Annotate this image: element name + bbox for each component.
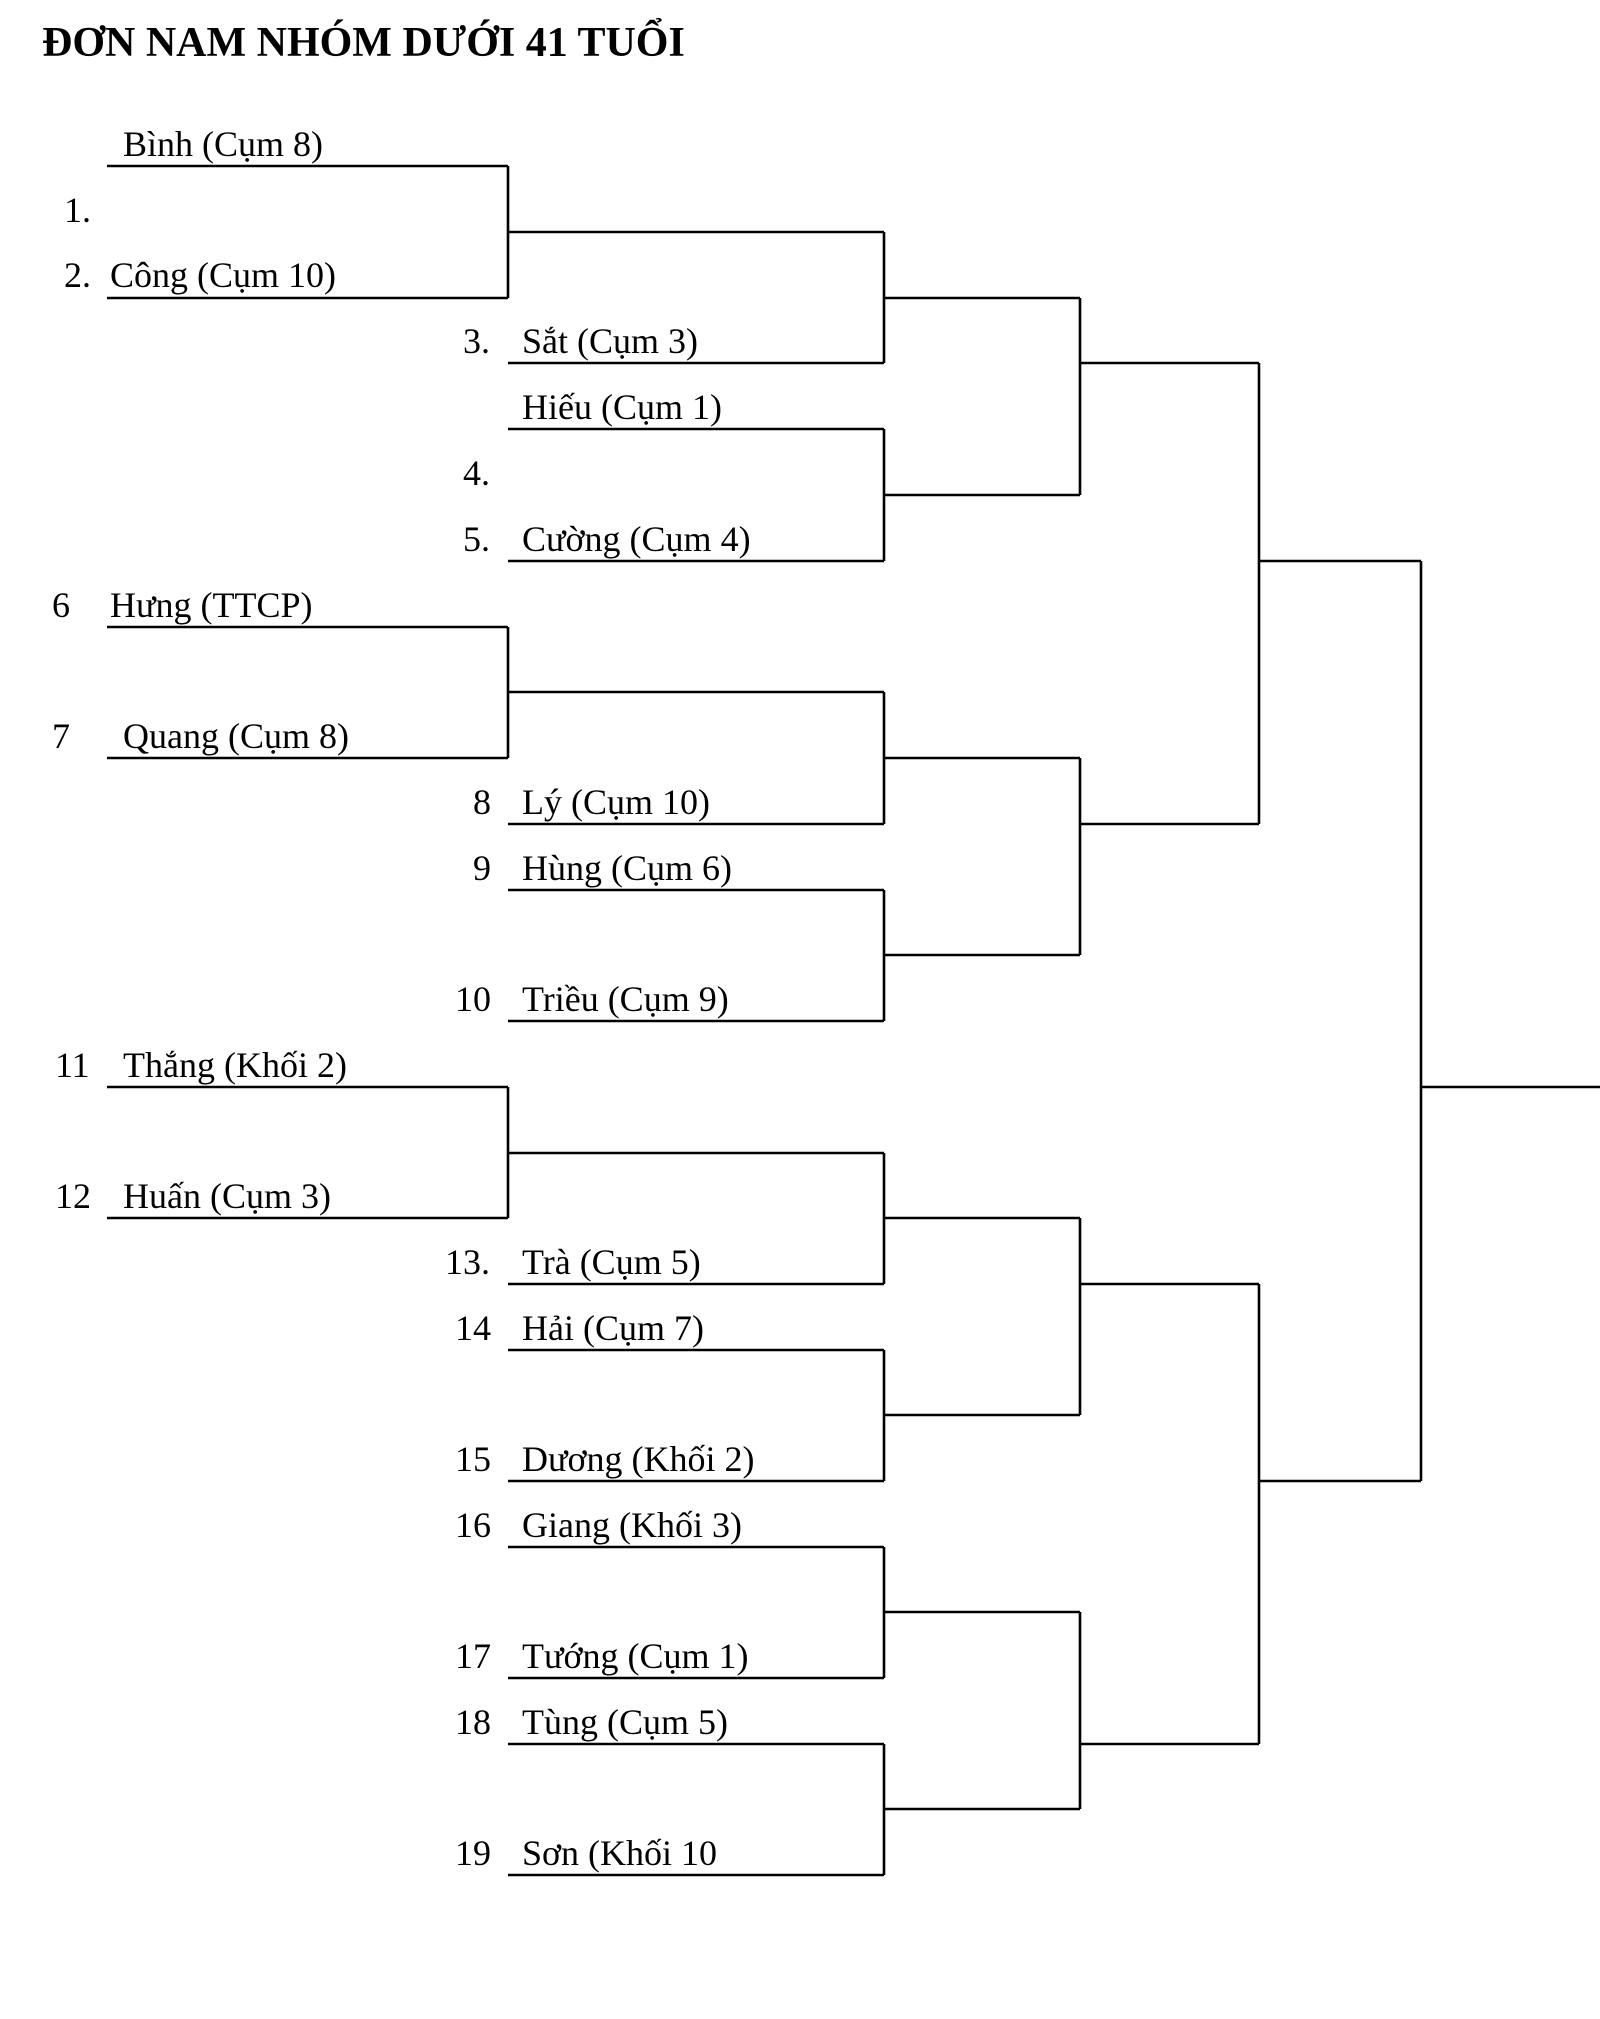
- entry-number: 3.: [463, 321, 490, 361]
- bracket-lines: [107, 164, 1600, 1877]
- entry-name: Hùng (Cụm 6): [522, 848, 732, 888]
- entry-name: Dương (Khối 2): [522, 1439, 755, 1479]
- entry-labels: Bình (Cụm 8) 1. 2. Công (Cụm 10) 3. Sắt …: [52, 124, 755, 1873]
- entry-name: Tùng (Cụm 5): [522, 1702, 728, 1742]
- entry-name: Công (Cụm 10): [110, 255, 336, 295]
- entry-name: Hải (Cụm 7): [522, 1308, 704, 1348]
- entry-name: Triều (Cụm 9): [522, 979, 729, 1019]
- entry-number: 6: [52, 585, 70, 625]
- entry-number: 8: [473, 782, 491, 822]
- entry-number: 19: [455, 1833, 491, 1873]
- entry-name: Hiếu (Cụm 1): [522, 387, 722, 427]
- entry-name: Quang (Cụm 8): [123, 716, 349, 756]
- entry-name: Lý (Cụm 10): [522, 782, 710, 822]
- entry-number: 4.: [463, 453, 490, 493]
- entry-number: 11: [55, 1045, 90, 1085]
- entry-name: Bình (Cụm 8): [123, 124, 323, 164]
- entry-number: 14: [455, 1308, 491, 1348]
- entry-name: Tướng (Cụm 1): [522, 1636, 749, 1676]
- entry-number: 9: [473, 848, 491, 888]
- entry-name: Giang (Khối 3): [522, 1505, 742, 1545]
- entry-name: Huấn (Cụm 3): [123, 1176, 331, 1216]
- entry-number: 7: [52, 716, 70, 756]
- entry-number: 16: [455, 1505, 491, 1545]
- entry-number: 1.: [64, 190, 91, 230]
- entry-name: Hưng (TTCP): [110, 585, 313, 625]
- entry-name: Thắng (Khối 2): [123, 1045, 347, 1085]
- entry-number: 10: [455, 979, 491, 1019]
- entry-name: Trà (Cụm 5): [522, 1242, 701, 1282]
- bracket-title: ĐƠN NAM NHÓM DƯỚI 41 TUỔI: [42, 17, 685, 66]
- entry-number: 17: [455, 1636, 491, 1676]
- entry-number: 12: [55, 1176, 91, 1216]
- entry-name: Sắt (Cụm 3): [522, 321, 698, 361]
- entry-number: 2.: [64, 255, 91, 295]
- entry-number: 13.: [445, 1242, 490, 1282]
- entry-number: 15: [455, 1439, 491, 1479]
- entry-name: Sơn (Khối 10: [522, 1833, 717, 1873]
- entry-number: 18: [455, 1702, 491, 1742]
- entry-number: 5.: [463, 519, 490, 559]
- entry-name: Cường (Cụm 4): [522, 519, 751, 559]
